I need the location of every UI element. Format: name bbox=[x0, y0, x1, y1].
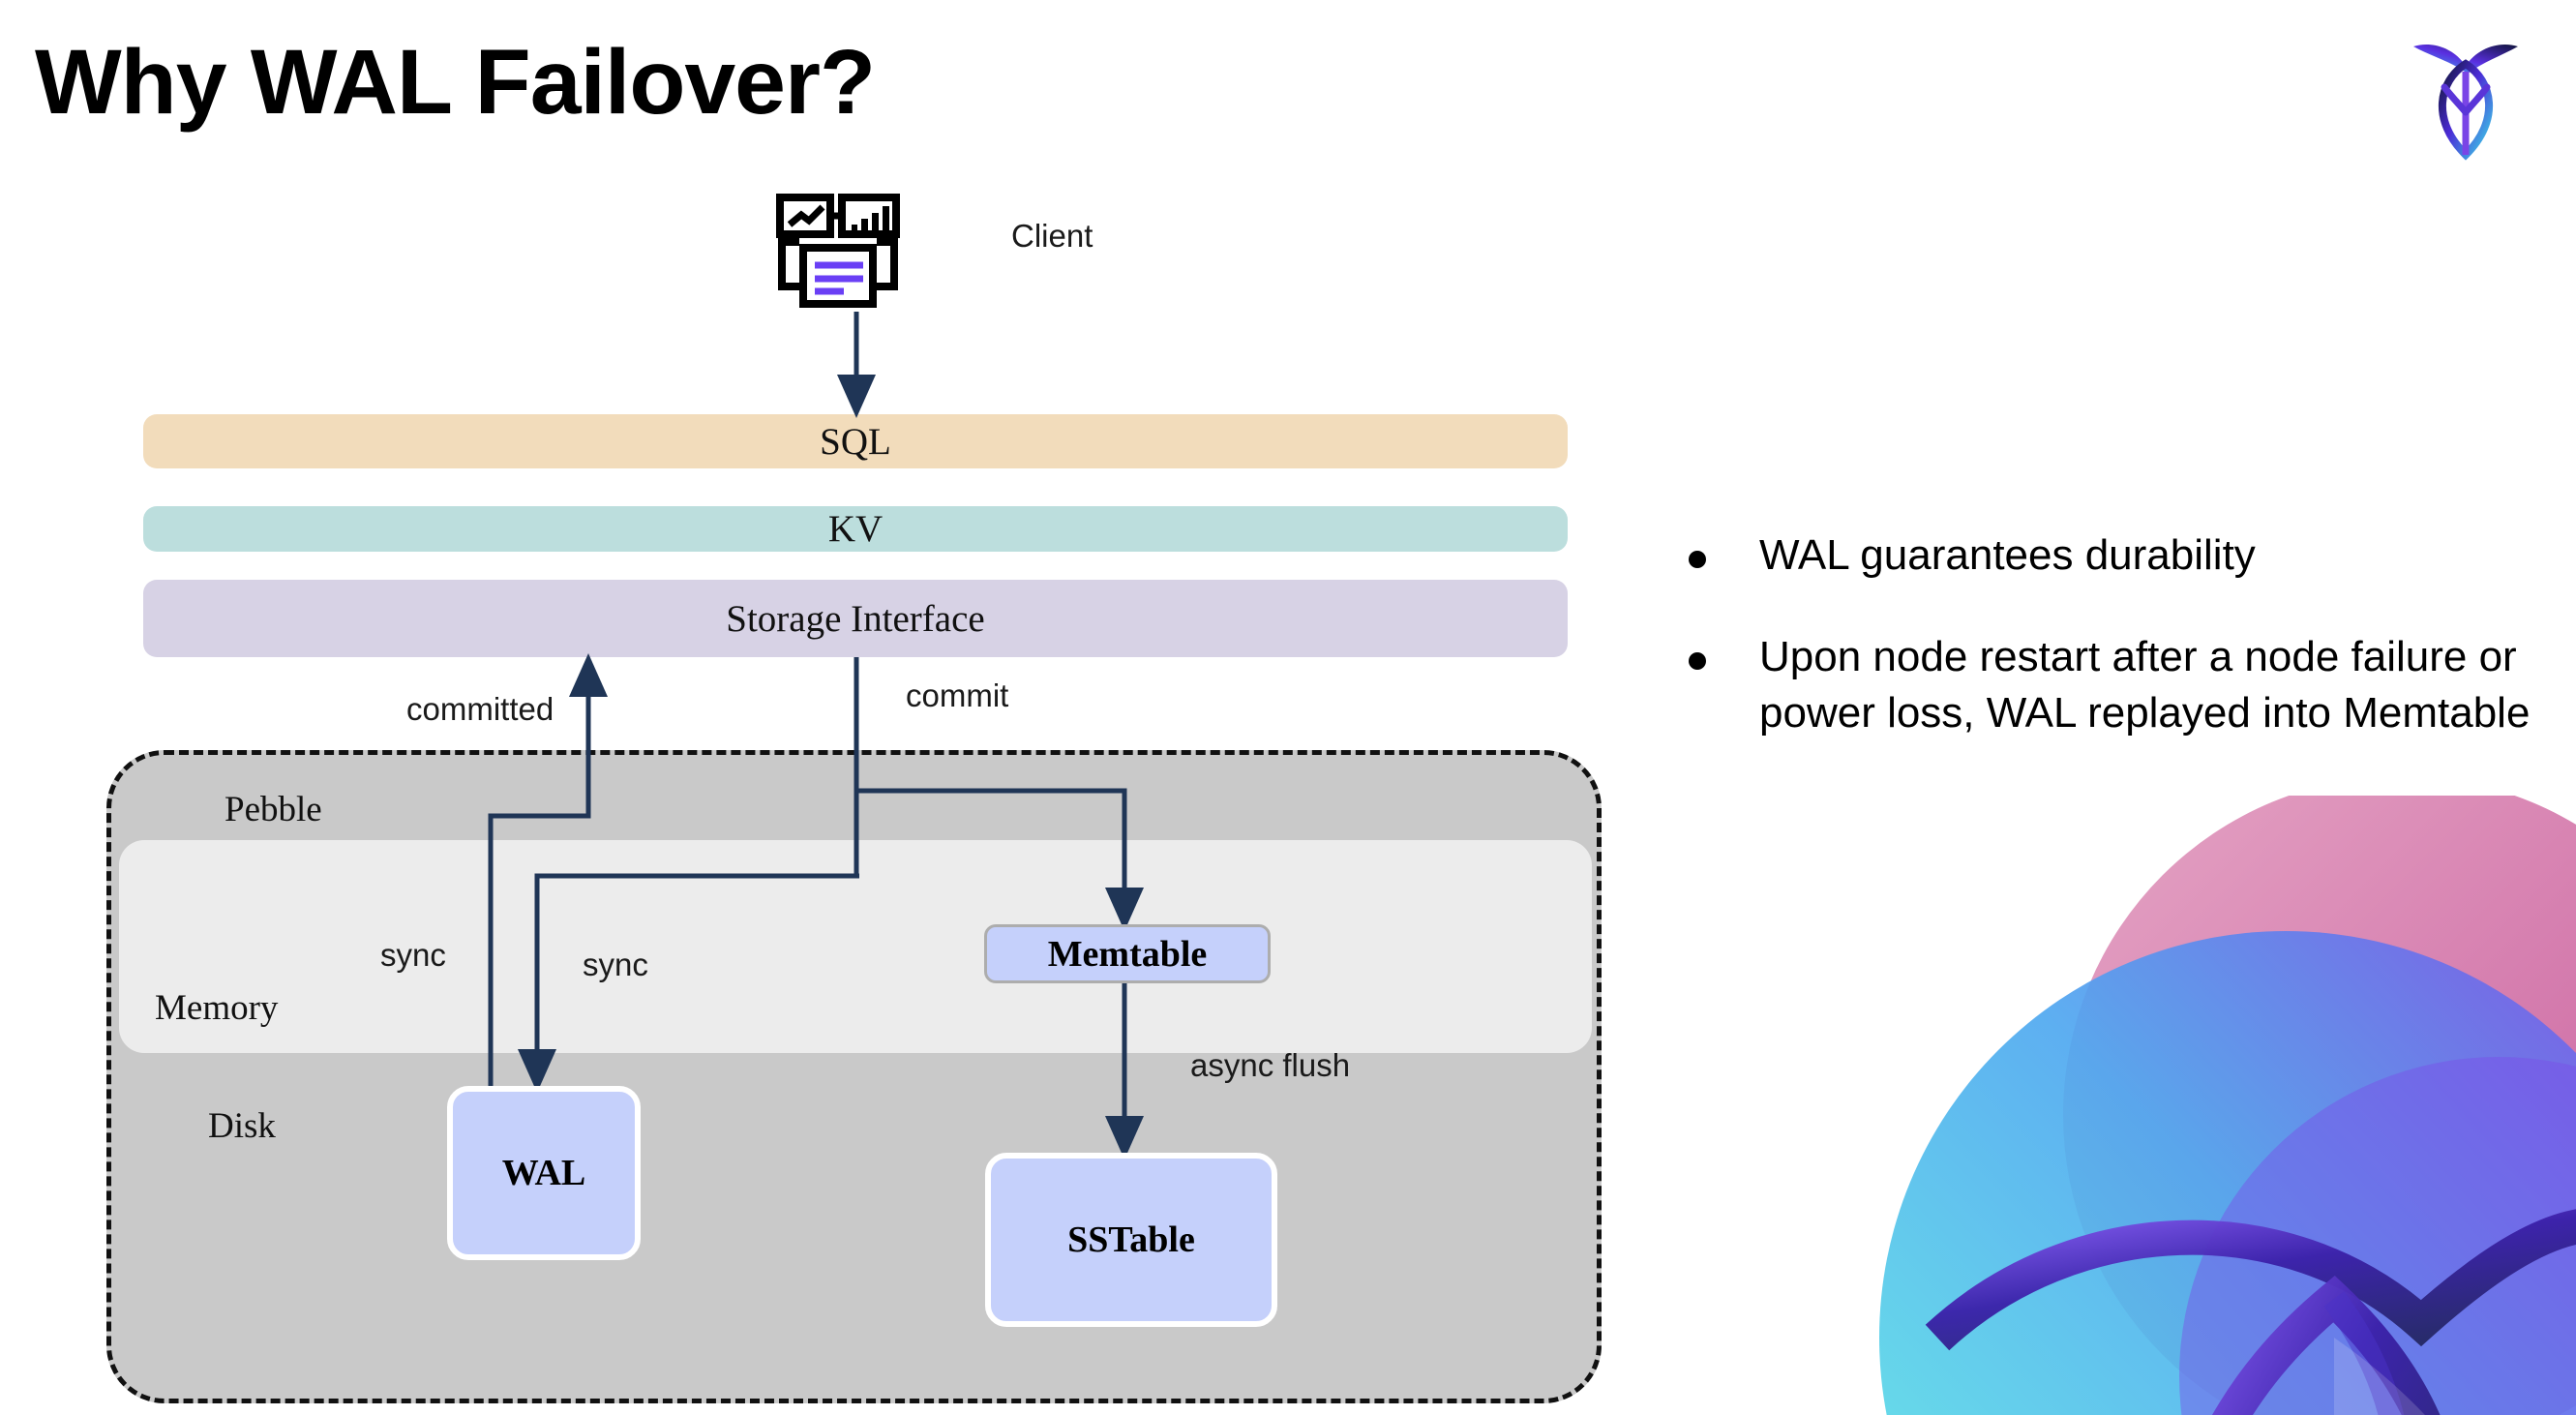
layer-bar-kv: KV bbox=[143, 506, 1568, 552]
edge-label-sync-committed: sync bbox=[380, 937, 446, 973]
memory-label: Memory bbox=[155, 988, 279, 1028]
layer-bar-storage-interface: Storage Interface bbox=[143, 580, 1568, 657]
edge-label-commit: commit bbox=[906, 677, 1009, 713]
bullet-text: Upon node restart after a node failure o… bbox=[1759, 632, 2531, 738]
edge-label-committed: committed bbox=[406, 691, 554, 727]
list-item: Upon node restart after a node failure o… bbox=[1689, 629, 2540, 742]
decorative-logo-graphic bbox=[1879, 796, 2576, 1415]
bullet-list: WAL guarantees durability Upon node rest… bbox=[1689, 527, 2540, 787]
page-title: Why WAL Failover? bbox=[35, 31, 876, 134]
list-item: WAL guarantees durability bbox=[1689, 527, 2540, 585]
edge-label-sync-wal: sync bbox=[583, 947, 648, 982]
bullet-dot-icon bbox=[1689, 551, 1706, 568]
cockroachdb-logo bbox=[2404, 31, 2528, 163]
node-sstable: SSTable bbox=[985, 1153, 1277, 1327]
layer-bar-sql-label: SQL bbox=[820, 420, 891, 463]
node-memtable-label: Memtable bbox=[1047, 933, 1208, 975]
node-memtable: Memtable bbox=[984, 924, 1271, 983]
edge-label-async-flush: async flush bbox=[1190, 1047, 1351, 1083]
layer-bar-storage-interface-label: Storage Interface bbox=[726, 597, 985, 640]
layer-bar-sql: SQL bbox=[143, 414, 1568, 468]
bullet-text: WAL guarantees durability bbox=[1759, 531, 2256, 579]
memory-region bbox=[119, 840, 1592, 1053]
disk-label: Disk bbox=[208, 1106, 276, 1146]
client-dashboard-icon bbox=[774, 194, 929, 310]
node-wal: WAL bbox=[447, 1086, 641, 1260]
client-label: Client bbox=[1011, 218, 1093, 254]
bullet-dot-icon bbox=[1689, 651, 1706, 670]
pebble-label: Pebble bbox=[225, 790, 322, 829]
node-wal-label: WAL bbox=[501, 1153, 586, 1193]
layer-bar-kv-label: KV bbox=[827, 508, 884, 550]
node-sstable-label: SSTable bbox=[1067, 1219, 1195, 1260]
